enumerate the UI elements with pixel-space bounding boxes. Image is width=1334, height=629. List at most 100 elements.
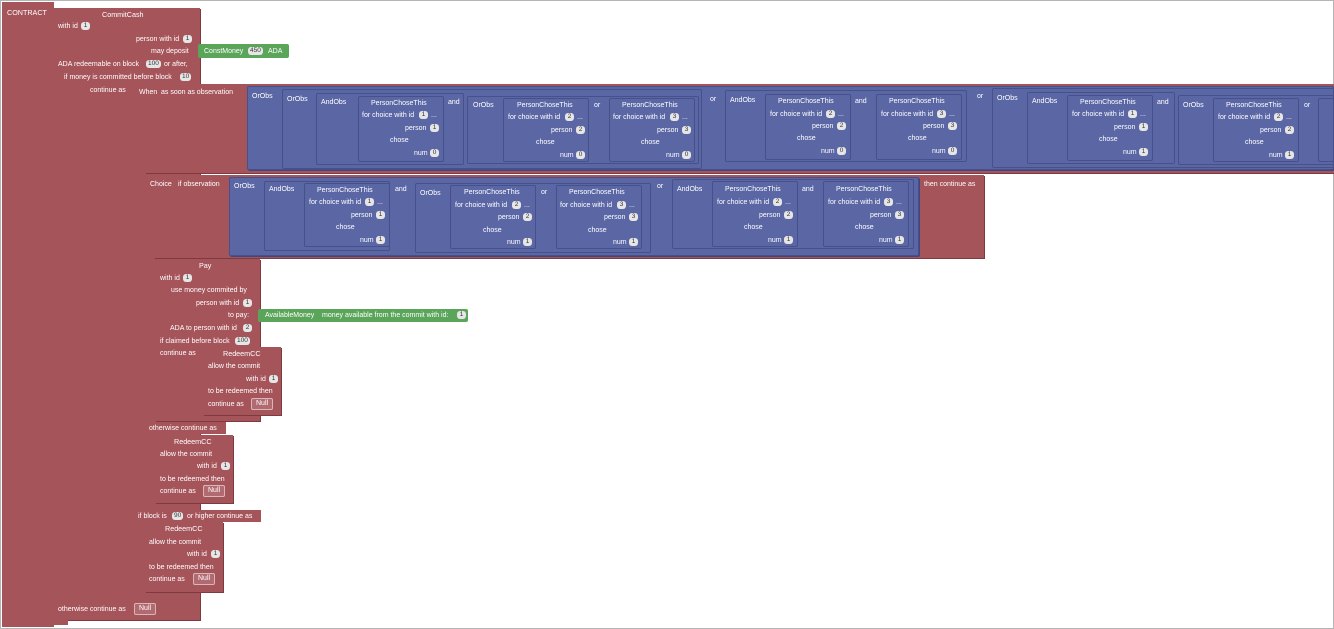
pay-id-value[interactable]: 1 — [183, 274, 192, 282]
commit-person-value[interactable]: 1 — [183, 35, 192, 43]
redeemcc-block-2[interactable] — [155, 435, 233, 503]
choice-pct-1-chose: chose — [336, 224, 355, 231]
or-3: or — [977, 93, 984, 100]
pay-claim-block[interactable]: 100 — [235, 337, 250, 345]
pct-6-person[interactable]: 1 — [1139, 123, 1148, 131]
choice-pct-4-num[interactable]: 1 — [784, 236, 793, 244]
contract-label: CONTRACT — [7, 8, 47, 17]
pct-7-num[interactable]: 1 — [1285, 151, 1294, 159]
redeemcc-1-id[interactable]: 1 — [269, 375, 278, 383]
choice-pct-5-person[interactable]: 3 — [895, 211, 904, 219]
pay-person-value[interactable]: 1 — [243, 299, 252, 307]
pct-3-person[interactable]: 3 — [682, 126, 691, 134]
choice-pct-3-choice[interactable]: 3 — [617, 201, 626, 209]
pct-7[interactable] — [1213, 98, 1299, 162]
availablemoney-commit-id[interactable]: 1 — [457, 311, 466, 319]
redeemcc-2-with-id: with id — [197, 463, 217, 470]
choice-andobs-1-label: AndObs — [269, 186, 295, 193]
pct-5-num[interactable]: 0 — [948, 147, 957, 155]
constmoney-block[interactable] — [198, 44, 289, 58]
redeemcc-1-title: RedeemCC — [223, 349, 261, 358]
pct-4[interactable] — [765, 94, 851, 160]
pay-ada-to: ADA to person with id — [170, 325, 237, 332]
choice-otherwise-bar — [146, 422, 226, 434]
pct-3[interactable] — [609, 98, 695, 162]
pct-2-ellipsis: ... — [577, 114, 583, 121]
choice-pct-1-person[interactable]: 1 — [376, 211, 385, 219]
redeemcc-3-id[interactable]: 1 — [211, 550, 220, 558]
pct-1[interactable] — [358, 96, 444, 162]
pct-2-person[interactable]: 2 — [576, 126, 585, 134]
choice-pct-4-num-label: num — [768, 237, 782, 244]
or-1: or — [594, 102, 601, 109]
pct-4-person[interactable]: 2 — [837, 122, 846, 130]
choice-pct-5[interactable] — [823, 181, 909, 247]
redeemcc-2-null[interactable]: Null — [203, 485, 226, 497]
choice-pct-1-num[interactable]: 1 — [376, 236, 385, 244]
pct-1-choice[interactable]: 1 — [419, 111, 428, 119]
choice-pct-2-person[interactable]: 2 — [523, 213, 532, 221]
andobs-label-3: AndObs — [1032, 98, 1058, 105]
pct-3-person-label: person — [657, 127, 679, 134]
pct-5[interactable] — [876, 94, 962, 160]
or-higher-label: or higher continue as — [187, 513, 253, 520]
choice-pct-5-choice[interactable]: 3 — [884, 198, 893, 206]
commit-otherwise-label: otherwise continue as — [58, 606, 126, 613]
constmoney-amount[interactable]: 450 — [248, 47, 263, 55]
pct-8-partial[interactable] — [1318, 98, 1334, 162]
choice-pct-5-num[interactable]: 1 — [895, 236, 904, 244]
redeemcc-3-null[interactable]: Null — [193, 573, 216, 585]
choice-pct-2[interactable] — [450, 185, 536, 249]
pct-3-num-label: num — [666, 152, 680, 159]
pay-to-person[interactable]: 2 — [243, 324, 252, 332]
choice-pct-2-choice[interactable]: 2 — [512, 201, 521, 209]
redeemcc-2-continue: continue as — [160, 488, 196, 495]
pct-2-choice[interactable]: 2 — [565, 113, 574, 121]
choice-pct-1-choice[interactable]: 1 — [365, 198, 374, 206]
pct-3-num[interactable]: 0 — [682, 151, 691, 159]
choice-pct-5-person-label: person — [870, 212, 892, 219]
pct-7-ellipsis: ... — [1286, 114, 1292, 121]
choice-pct-4-choice[interactable]: 2 — [773, 198, 782, 206]
choice-pct-4[interactable] — [712, 181, 798, 247]
availablemoney-block[interactable] — [258, 309, 468, 322]
choice-pct-3-num[interactable]: 1 — [629, 238, 638, 246]
pct-4-num[interactable]: 0 — [837, 147, 846, 155]
pct-1-choice-label: for choice with id — [362, 112, 415, 119]
choice-pct-4-person[interactable]: 2 — [784, 211, 793, 219]
pct-5-person[interactable]: 3 — [948, 122, 957, 130]
timeout-block-value[interactable]: 90 — [172, 512, 184, 520]
pct-1-num[interactable]: 0 — [430, 149, 439, 157]
pct-5-choice[interactable]: 3 — [937, 110, 946, 118]
commit-id-value[interactable]: 1 — [81, 22, 90, 30]
pct-1-person-label: person — [405, 125, 427, 132]
pct-4-choice[interactable]: 2 — [826, 110, 835, 118]
pct-1-person[interactable]: 1 — [430, 124, 439, 132]
commit-block-value[interactable]: 10 — [180, 73, 192, 81]
choice-pct-2-person-label: person — [498, 214, 520, 221]
redeem-block-value[interactable]: 100 — [146, 60, 161, 68]
choice-pct-1[interactable] — [304, 183, 390, 247]
pct-3-choice[interactable]: 3 — [670, 113, 679, 121]
redeemcc-block-1[interactable] — [203, 347, 281, 415]
choice-pct-2-num[interactable]: 1 — [523, 238, 532, 246]
pct-2-num[interactable]: 0 — [576, 151, 585, 159]
choice-pct-3[interactable] — [556, 185, 642, 249]
choice-pct-1-title: PersonChoseThis — [317, 187, 373, 194]
pct-5-choice-label: for choice with id — [881, 111, 934, 118]
redeemcc-1-with-id: with id — [246, 376, 266, 383]
pct-6-chose: chose — [1099, 136, 1118, 143]
choice-pct-3-person[interactable]: 3 — [629, 213, 638, 221]
redeemcc-2-id[interactable]: 1 — [221, 462, 230, 470]
pct-6-choice[interactable]: 1 — [1128, 110, 1137, 118]
pct-6-title: PersonChoseThis — [1080, 99, 1136, 106]
pct-2[interactable] — [503, 98, 589, 162]
redeemcc-1-null[interactable]: Null — [251, 398, 274, 410]
redeemcc-block-3[interactable] — [145, 522, 223, 592]
pct-7-person[interactable]: 2 — [1285, 126, 1294, 134]
contract-block[interactable] — [2, 2, 54, 627]
pct-6[interactable] — [1067, 95, 1153, 161]
pct-6-num[interactable]: 1 — [1139, 148, 1148, 156]
commit-otherwise-null[interactable]: Null — [134, 603, 157, 615]
pct-7-choice[interactable]: 2 — [1274, 113, 1283, 121]
